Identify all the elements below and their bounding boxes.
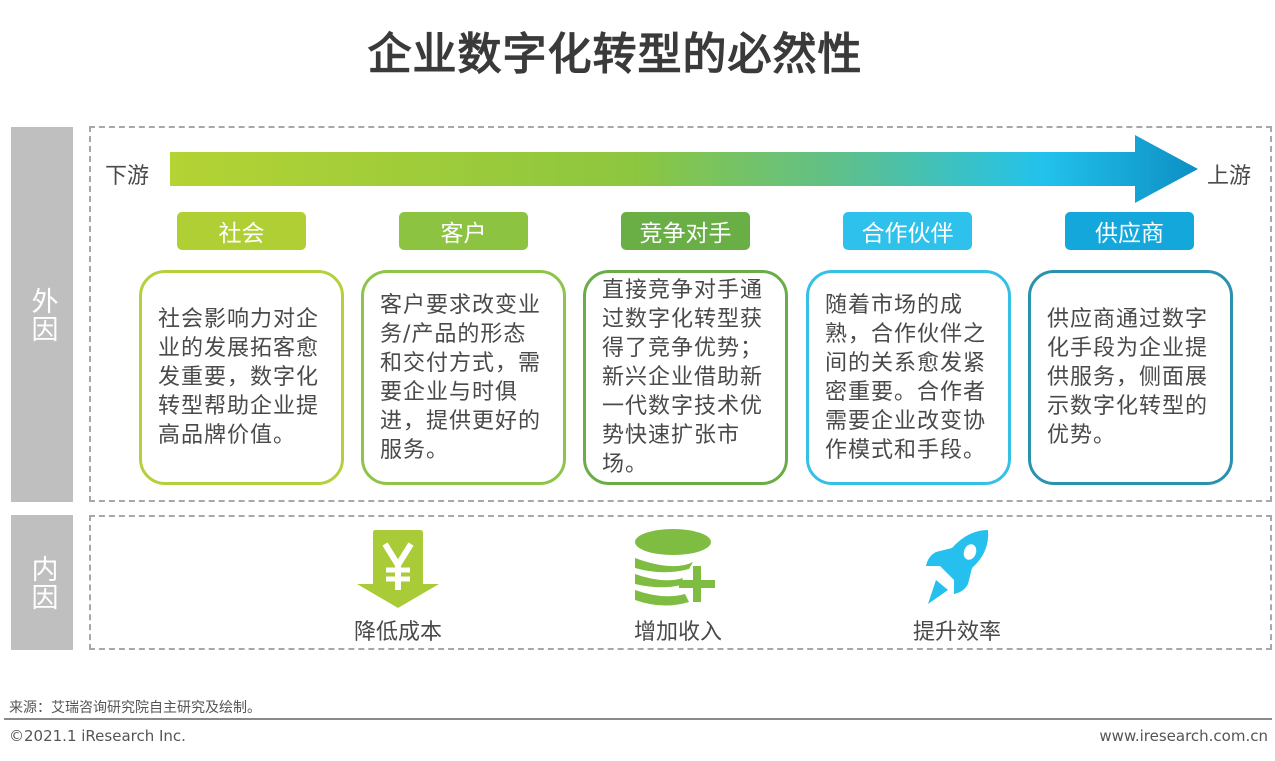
pill-partner: 合作伙伴: [843, 212, 972, 250]
website-link[interactable]: www.iresearch.com.cn: [1099, 727, 1268, 745]
card-partner: 随着市场的成熟，合作伙伴之间的关系愈发紧密重要。合作者需要企业改变协作模式和手段…: [806, 270, 1011, 485]
copyright-text: ©2021.1 iResearch Inc.: [9, 727, 186, 745]
factor-improve-efficiency-label: 提升效率: [912, 620, 1001, 645]
factor-increase-revenue-label: 增加收入: [633, 620, 722, 645]
internal-factors-text: 内因: [26, 554, 58, 611]
rocket-icon: [926, 530, 989, 604]
downstream-label: 下游: [105, 164, 150, 189]
pill-customer: 客户: [399, 212, 528, 250]
flow-arrow-icon: [170, 135, 1198, 203]
card-supplier-text: 供应商通过数字化手段为企业提供服务，侧面展示数字化转型的优势。: [1047, 307, 1209, 448]
source-note: 来源：艾瑞咨询研究院自主研究及绘制。: [9, 700, 261, 716]
card-supplier: 供应商通过数字化手段为企业提供服务，侧面展示数字化转型的优势。: [1028, 270, 1233, 485]
card-partner-text: 随着市场的成熟，合作伙伴之间的关系愈发紧密重要。合作者需要企业改变协作模式和手段…: [825, 292, 987, 463]
pill-society: 社会: [177, 212, 306, 250]
internal-factors-label: 内因: [11, 515, 73, 650]
factor-reduce-cost: 降低成本: [318, 528, 478, 646]
yen-down-arrow-icon: [357, 530, 439, 608]
pill-competitor: 竞争对手: [621, 212, 750, 250]
card-competitor-text: 直接竞争对手通过数字化转型获得了竞争优势；新兴企业借助新一代数字技术优势快速扩张…: [602, 278, 764, 477]
factor-reduce-cost-label: 降低成本: [353, 620, 442, 645]
internal-factors-panel: [89, 515, 1272, 650]
database-plus-icon: [635, 529, 715, 606]
external-factors-panel: [89, 126, 1272, 502]
factor-increase-revenue: 增加收入: [598, 528, 758, 646]
card-customer-text: 客户要求改变业务/产品的形态和交付方式，需要企业与时俱进，提供更好的服务。: [380, 292, 542, 463]
card-society-text: 社会影响力对企业的发展拓客愈发重要，数字化转型帮助企业提高品牌价值。: [158, 307, 320, 448]
page-title: 企业数字化转型的必然性: [367, 29, 863, 80]
upstream-label: 上游: [1207, 164, 1252, 189]
external-factors-text: 外因: [26, 286, 58, 343]
footer-divider: [4, 718, 1272, 720]
card-society: 社会影响力对企业的发展拓客愈发重要，数字化转型帮助企业提高品牌价值。: [139, 270, 344, 485]
factor-improve-efficiency: 提升效率: [877, 528, 1037, 646]
pill-supplier: 供应商: [1065, 212, 1194, 250]
card-competitor: 直接竞争对手通过数字化转型获得了竞争优势；新兴企业借助新一代数字技术优势快速扩张…: [583, 270, 788, 485]
card-customer: 客户要求改变业务/产品的形态和交付方式，需要企业与时俱进，提供更好的服务。: [361, 270, 566, 485]
external-factors-label: 外因: [11, 127, 73, 502]
